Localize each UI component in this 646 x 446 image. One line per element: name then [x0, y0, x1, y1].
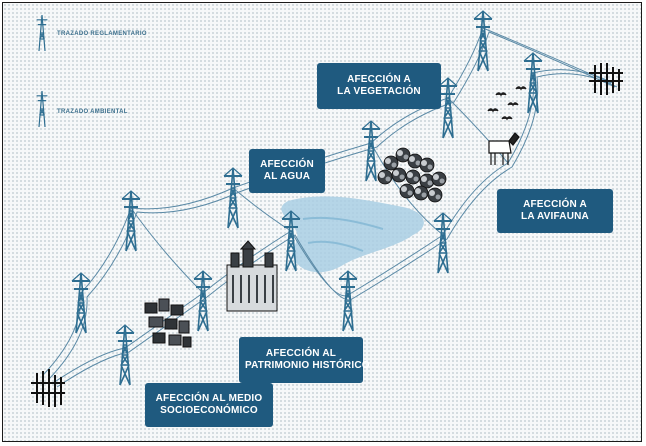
callout-socioeconomic: AFECCIÓN AL MEDIO SOCIOECONÓMICO: [145, 383, 273, 427]
goat-icon: [488, 132, 520, 165]
callout-avifauna: AFECCIÓN A LA AVIFAUNA: [497, 189, 613, 233]
callout-heritage-line1: AFECCIÓN AL: [265, 348, 337, 359]
tower-icon: [223, 167, 243, 229]
callout-water-line2: AL AGUA: [263, 171, 311, 182]
diagram-frame: TRAZADO REGLAMENTARIO TRAZADO AMBIENTAL …: [2, 2, 642, 442]
legend-environmental-route: TRAZADO AMBIENTAL: [57, 109, 128, 115]
callout-avifauna-line2: LA AVIFAUNA: [521, 211, 589, 222]
callout-water: AFECCIÓN AL AGUA: [249, 149, 325, 193]
tower-icon: [438, 77, 458, 139]
legend-tower-icon-1: [36, 14, 48, 52]
callout-heritage: AFECCIÓN AL PATRIMONIO HISTÓRICO: [239, 337, 370, 383]
water-area: [281, 196, 424, 273]
forest-icon: [377, 147, 447, 203]
callout-vegetation: AFECCIÓN A LA VEGETACIÓN: [317, 63, 441, 109]
legend-regulatory-route: TRAZADO REGLAMENTARIO: [57, 31, 147, 37]
tower-icon: [338, 270, 358, 332]
callout-vegetation-line2: LA VEGETACIÓN: [337, 86, 421, 97]
tower-icon: [193, 270, 213, 332]
tower-icon: [523, 52, 543, 114]
legend-tower-icon-2: [36, 90, 48, 128]
historic-monument-icon: [226, 240, 278, 312]
callout-vegetation-line1: AFECCIÓN A: [347, 74, 411, 85]
power-line-scene: [31, 10, 623, 407]
callout-socioeconomic-line2: SOCIOECONÓMICO: [160, 405, 258, 416]
substation-left-icon: [31, 369, 65, 407]
callout-water-line1: AFECCIÓN: [260, 159, 314, 170]
village-icon: [144, 298, 192, 348]
callout-heritage-line2: PATRIMONIO HISTÓRICO: [245, 360, 370, 371]
callout-avifauna-line1: AFECCIÓN A: [523, 199, 587, 210]
callout-socioeconomic-line1: AFECCIÓN AL MEDIO: [155, 393, 263, 404]
tower-icon: [433, 212, 453, 274]
substation-right-icon: [589, 63, 623, 95]
bird-flock-icon: [487, 86, 527, 120]
